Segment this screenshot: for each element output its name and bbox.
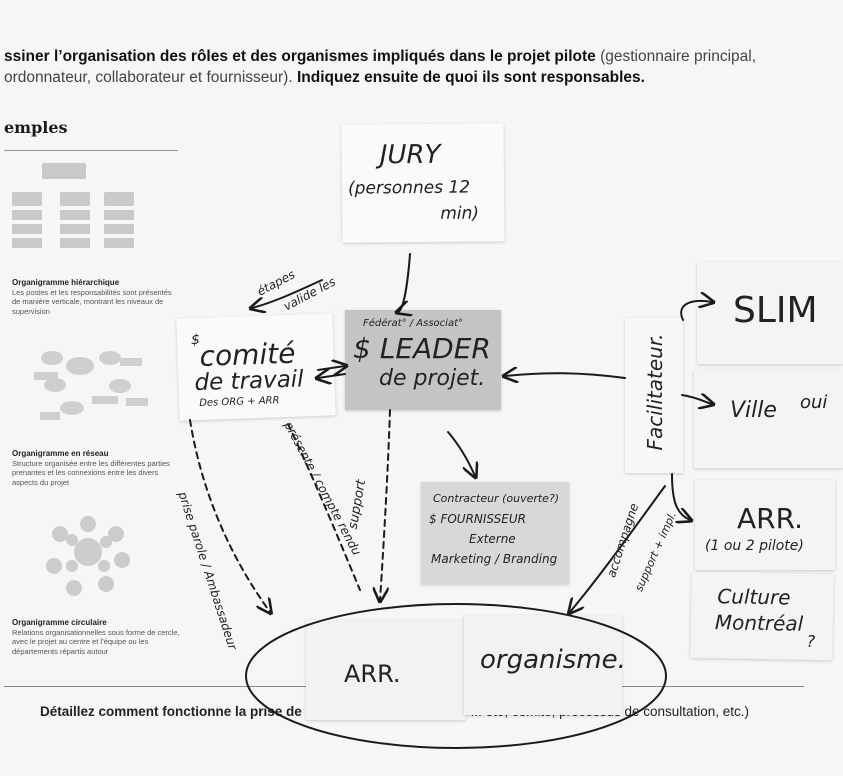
circle-arr-organisme <box>245 603 667 749</box>
instruction-paren-1: (gestionnaire principal, <box>600 48 757 65</box>
caption-desc: Les postes et les responsabilités sont p… <box>12 287 172 316</box>
arrow-leader-to-contracteur <box>447 431 475 476</box>
instruction-end: Indiquez ensuite de quoi ils sont respon… <box>296 69 645 86</box>
note-text: SLIM <box>733 290 818 331</box>
network-diagram <box>34 351 148 420</box>
arrow-fac-to-arr <box>671 473 690 520</box>
note-text: ARR. <box>344 660 401 688</box>
label-support: support <box>346 478 370 531</box>
arrow-jury-to-leader <box>398 253 410 312</box>
label-accompagne: accompagne <box>604 502 641 580</box>
arrow-fac-to-organisme <box>570 485 666 612</box>
note-text: Marketing / Branding <box>431 552 558 566</box>
arrow-jury-to-comite <box>252 279 323 308</box>
arrow-leader-to-comite <box>318 374 346 378</box>
sticky-note-organisme: organisme. <box>464 615 626 715</box>
caption-title: Organigramme en réseau <box>12 449 109 458</box>
sticky-note-ville: Ville oui <box>694 370 843 468</box>
sticky-note-slim: SLIM <box>697 262 843 364</box>
label-prise-parole: prise parole / Ambassadeur <box>175 489 240 652</box>
note-text: organisme. <box>480 645 626 675</box>
hierarchy-diagram <box>12 163 134 248</box>
note-text: $ FOURNISSEUR <box>429 512 526 526</box>
sticky-note-contracteur: Contracteur (ouverte?) $ FOURNISSEUR Ext… <box>421 482 569 584</box>
examples-heading: emples <box>4 118 68 137</box>
label-presente: présente / compte rendu <box>281 418 364 558</box>
sticky-note-leader: Fédérat° / Associat° $ LEADER de projet. <box>345 310 501 410</box>
sticky-note-arr-bottom: ARR. <box>306 620 466 720</box>
note-text: Fédérat° / Associat° <box>363 318 463 329</box>
instruction-paren-2: ordonnateur, collaborateur et fournisseu… <box>4 69 293 86</box>
instruction-text: ssiner l’organisation des rôles et des o… <box>4 46 834 88</box>
circular-diagram <box>46 516 130 596</box>
note-text: Contracteur (ouverte?) <box>433 492 560 505</box>
arrow-fac-to-leader <box>505 373 626 378</box>
sticky-note-arr-right: ARR. (1 ou 2 pilote) <box>695 480 835 570</box>
note-text: Externe <box>469 532 516 546</box>
caption-title: Organigramme hiérarchique <box>12 278 120 287</box>
examples-divider <box>4 150 178 151</box>
caption-desc: Relations organisationnelles sous forme … <box>12 627 180 656</box>
example-caption-network: Organigramme en réseau Structure organis… <box>12 449 182 487</box>
caption-title: Organigramme circulaire <box>12 618 107 627</box>
sticky-note-facilitateur: Facilitateur. <box>625 318 683 473</box>
note-text: oui <box>800 392 828 413</box>
arrow-leader-to-arr <box>380 409 391 600</box>
arrow-fac-to-ville <box>681 395 712 404</box>
example-caption-circular: Organigramme circulaire Relations organi… <box>12 618 182 656</box>
arrow-comite-to-arr <box>189 419 270 612</box>
caption-desc: Structure organisée entre les différente… <box>12 458 170 487</box>
note-text: (1 ou 2 pilote) <box>705 538 804 554</box>
example-caption-hierarchy: Organigramme hiérarchique Les postes et … <box>12 278 182 316</box>
arrow-comite-to-leader <box>317 366 345 370</box>
note-text: ARR. <box>737 502 803 535</box>
arrow-comite-down <box>287 423 361 591</box>
note-text: de projet. <box>379 366 486 391</box>
note-text: $ LEADER <box>353 332 491 365</box>
instruction-start: ssiner l’organisation des rôles et des o… <box>4 48 596 65</box>
arrow-fac-to-slim <box>680 301 712 321</box>
note-text: Ville <box>730 398 777 423</box>
